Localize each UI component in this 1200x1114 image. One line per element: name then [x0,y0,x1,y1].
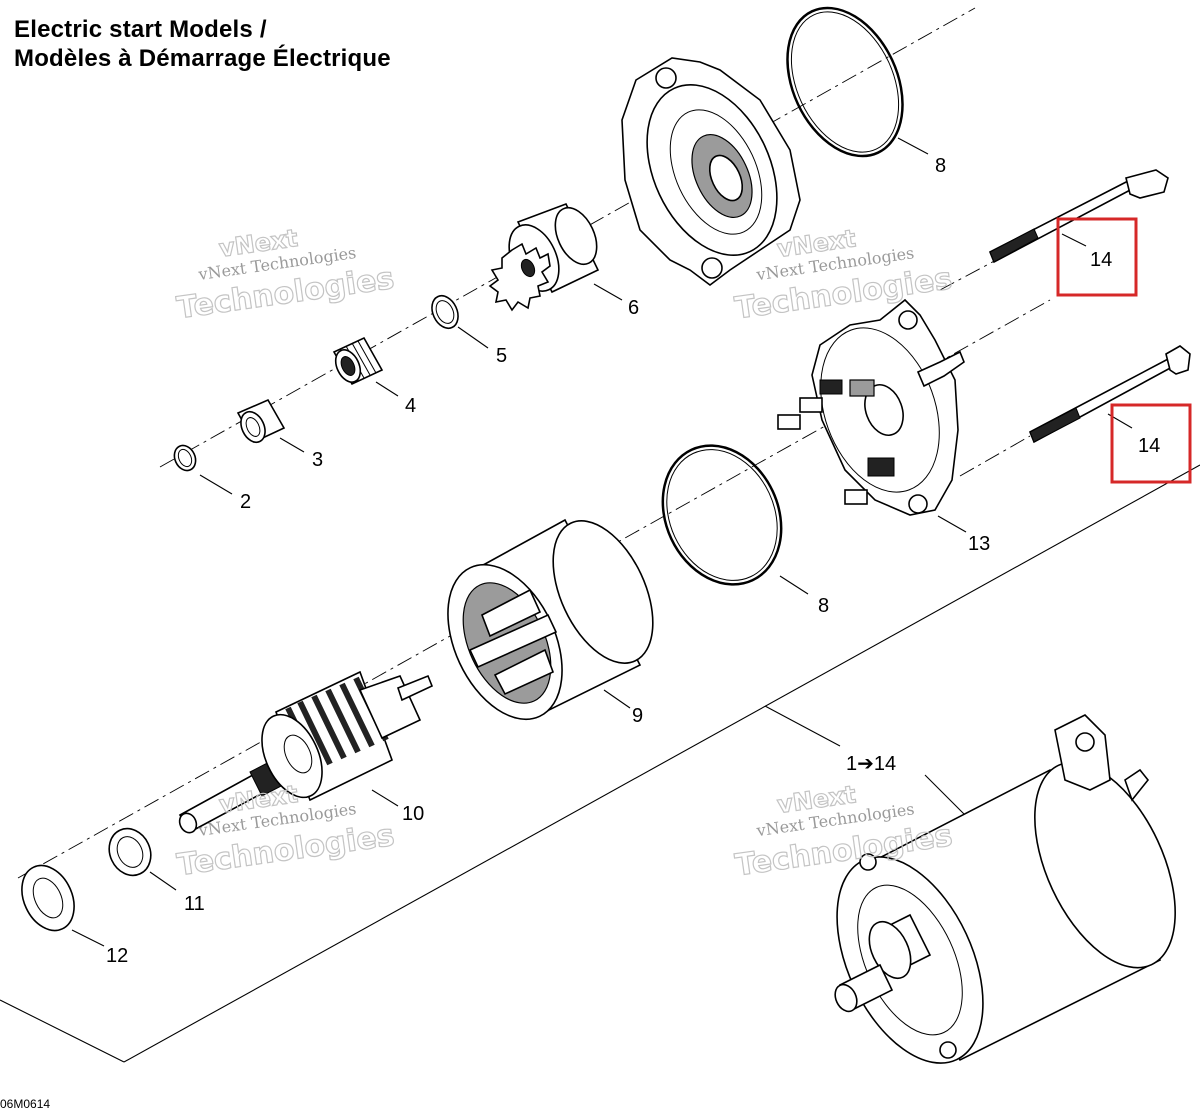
leader-13 [937,515,967,533]
leader-6 [593,283,623,301]
bolt-axis-centerline-mid [959,435,1031,477]
leader-5 [457,326,489,349]
leader-2 [199,474,233,495]
callout-10: 10 [402,803,424,825]
part-5-circlip [431,294,459,330]
part-8-oring-top [786,6,904,158]
callout-13: 13 [968,533,990,555]
diagram-title-french: Modèles à Démarrage Électrique [14,45,391,72]
part-14-through-bolt-top [988,169,1169,264]
callout-4: 4 [405,395,416,417]
starter-assembly [834,714,1176,1064]
leader-4 [375,381,399,397]
callout-3: 3 [312,449,323,471]
frame-line-diagonal [123,464,1200,1063]
callout-9: 9 [632,705,643,727]
callout-2: 2 [240,491,251,513]
leader-assembly-lower [924,774,966,816]
highlight-box-14-mid [1110,403,1192,484]
leader-9 [603,689,631,709]
part-4-threaded-sleeve [332,336,384,386]
diagram-title-english: Electric start Models / [14,16,267,43]
leader-10 [371,789,399,807]
part-14-through-bolt-mid [1028,345,1191,444]
callout-5: 5 [496,345,507,367]
leader-11 [149,871,177,891]
highlight-box-14-top [1056,217,1138,297]
frame-line-left [0,999,125,1063]
diagram-reference-code: 06M0614 [0,1097,51,1111]
leader-14-top [1061,233,1087,247]
part-3-bushing [236,398,286,444]
watermark-3: vNext vNext Technologies Technologies [174,779,397,883]
part-drive-housing [621,57,801,286]
bolt-axis-centerline-top [939,257,1001,291]
callout-6: 6 [628,297,639,319]
watermark-1: vNext vNext Technologies Technologies [174,223,397,326]
part-6-drive-pinion [488,202,600,312]
leader-8-top [897,137,929,155]
part-12-washer [21,864,75,932]
part-10-armature [178,670,434,834]
callout-14-top: 14 [1090,249,1112,271]
leader-assembly-upper [764,705,841,747]
callout-14-mid: 14 [1138,435,1160,457]
part-9-stator-housing [447,518,654,721]
part-2-ring [173,444,197,472]
part-11-thrust-washer [108,827,152,877]
leader-12 [71,929,105,947]
callout-8-top: 8 [935,155,946,177]
callout-11: 11 [184,893,205,915]
part-13-brush-holder [777,298,965,516]
callout-8-mid: 8 [818,595,829,617]
callout-assembly: 1➔14 [846,753,896,775]
leader-3 [279,437,305,453]
callout-12: 12 [106,945,128,967]
leader-8-mid [779,575,809,595]
part-8-oring-mid [661,444,783,586]
